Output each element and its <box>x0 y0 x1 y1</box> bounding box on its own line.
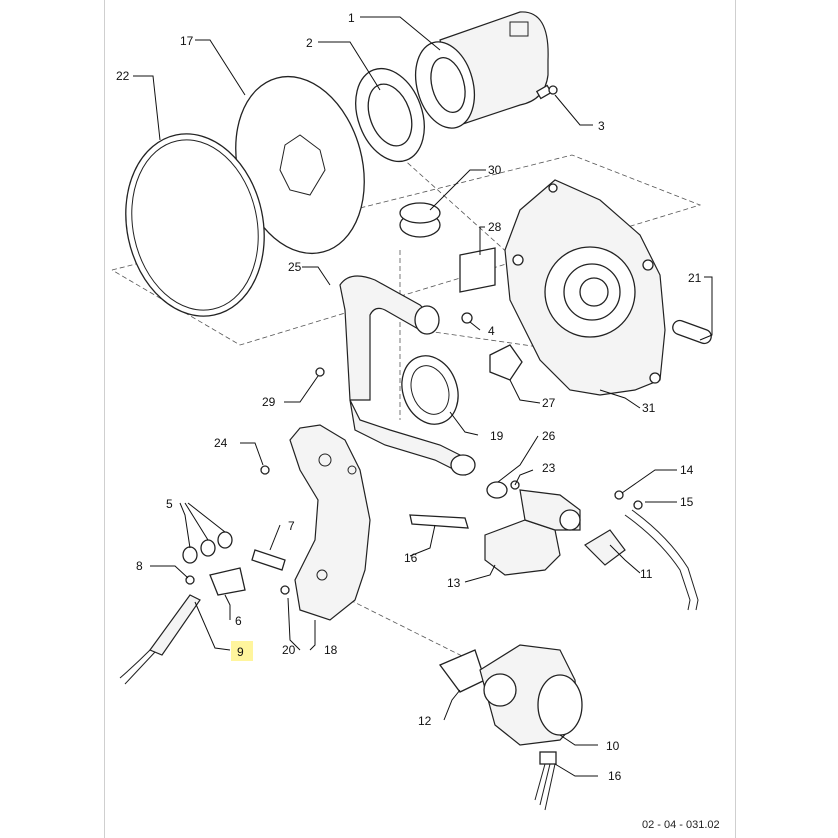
part-31-burner-plate <box>504 179 666 396</box>
part-18-housing <box>289 424 371 621</box>
label-13: 13 <box>447 576 461 590</box>
part-13-valve-block <box>484 489 581 576</box>
label-24: 24 <box>214 436 228 450</box>
label-5: 5 <box>166 497 173 511</box>
part-28-bracket <box>459 247 496 293</box>
label-31: 31 <box>642 401 656 415</box>
part-16-connector-cable <box>534 751 557 811</box>
part-9-electrode <box>119 594 201 685</box>
highlight-9 <box>231 641 253 661</box>
label-11: 11 <box>640 567 653 581</box>
label-29: 29 <box>262 395 276 409</box>
label-17: 17 <box>180 34 194 48</box>
label-20: 20 <box>282 643 296 657</box>
part-20-screw <box>280 585 290 595</box>
label-4: 4 <box>488 324 495 338</box>
label-16-lower: 16 <box>608 769 622 783</box>
page-frame <box>104 0 736 838</box>
part-6-bracket <box>209 567 246 596</box>
label-18: 18 <box>324 643 338 657</box>
part-10-fan-motor <box>479 644 583 746</box>
part-labels: 1 2 3 4 5 6 7 8 9 10 11 12 13 14 15 16 1… <box>116 11 702 783</box>
leader-lines <box>133 16 713 777</box>
label-3: 3 <box>598 119 605 133</box>
label-30: 30 <box>488 163 502 177</box>
part-1-cylinder <box>415 11 549 129</box>
label-22: 22 <box>116 69 130 83</box>
part-3-screw <box>535 84 558 100</box>
label-25: 25 <box>288 260 302 274</box>
label-2: 2 <box>306 36 313 50</box>
label-21: 21 <box>688 271 702 285</box>
label-23: 23 <box>542 461 556 475</box>
label-27: 27 <box>542 396 556 410</box>
label-7: 7 <box>288 519 295 533</box>
part-25-pipe <box>339 275 476 476</box>
part-22-ring-seal <box>125 133 265 317</box>
part-21-oval-gasket <box>672 319 712 345</box>
label-14: 14 <box>680 463 694 477</box>
drawing-code: 02 - 04 - 031.02 <box>642 819 720 831</box>
part-16-strip <box>409 514 469 529</box>
part-19-flange-gasket <box>401 355 459 425</box>
label-8: 8 <box>136 559 143 573</box>
label-9: 9 <box>237 645 244 659</box>
label-1: 1 <box>348 11 355 25</box>
label-26: 26 <box>542 429 556 443</box>
label-12: 12 <box>418 714 432 728</box>
label-28: 28 <box>488 220 502 234</box>
label-15: 15 <box>680 495 694 509</box>
part-7-bracket <box>251 549 286 571</box>
part-11-tube <box>584 490 699 611</box>
label-19: 19 <box>490 429 504 443</box>
part-4-nut <box>461 312 473 324</box>
part-2-gasket <box>355 67 425 163</box>
screw-parts <box>260 367 520 499</box>
label-10: 10 <box>606 739 620 753</box>
label-6: 6 <box>235 614 242 628</box>
part-30-cap <box>399 202 441 238</box>
part-12-gasket-plate <box>438 649 486 693</box>
label-16-upper: 16 <box>404 551 418 565</box>
part-27-clip <box>489 344 523 381</box>
